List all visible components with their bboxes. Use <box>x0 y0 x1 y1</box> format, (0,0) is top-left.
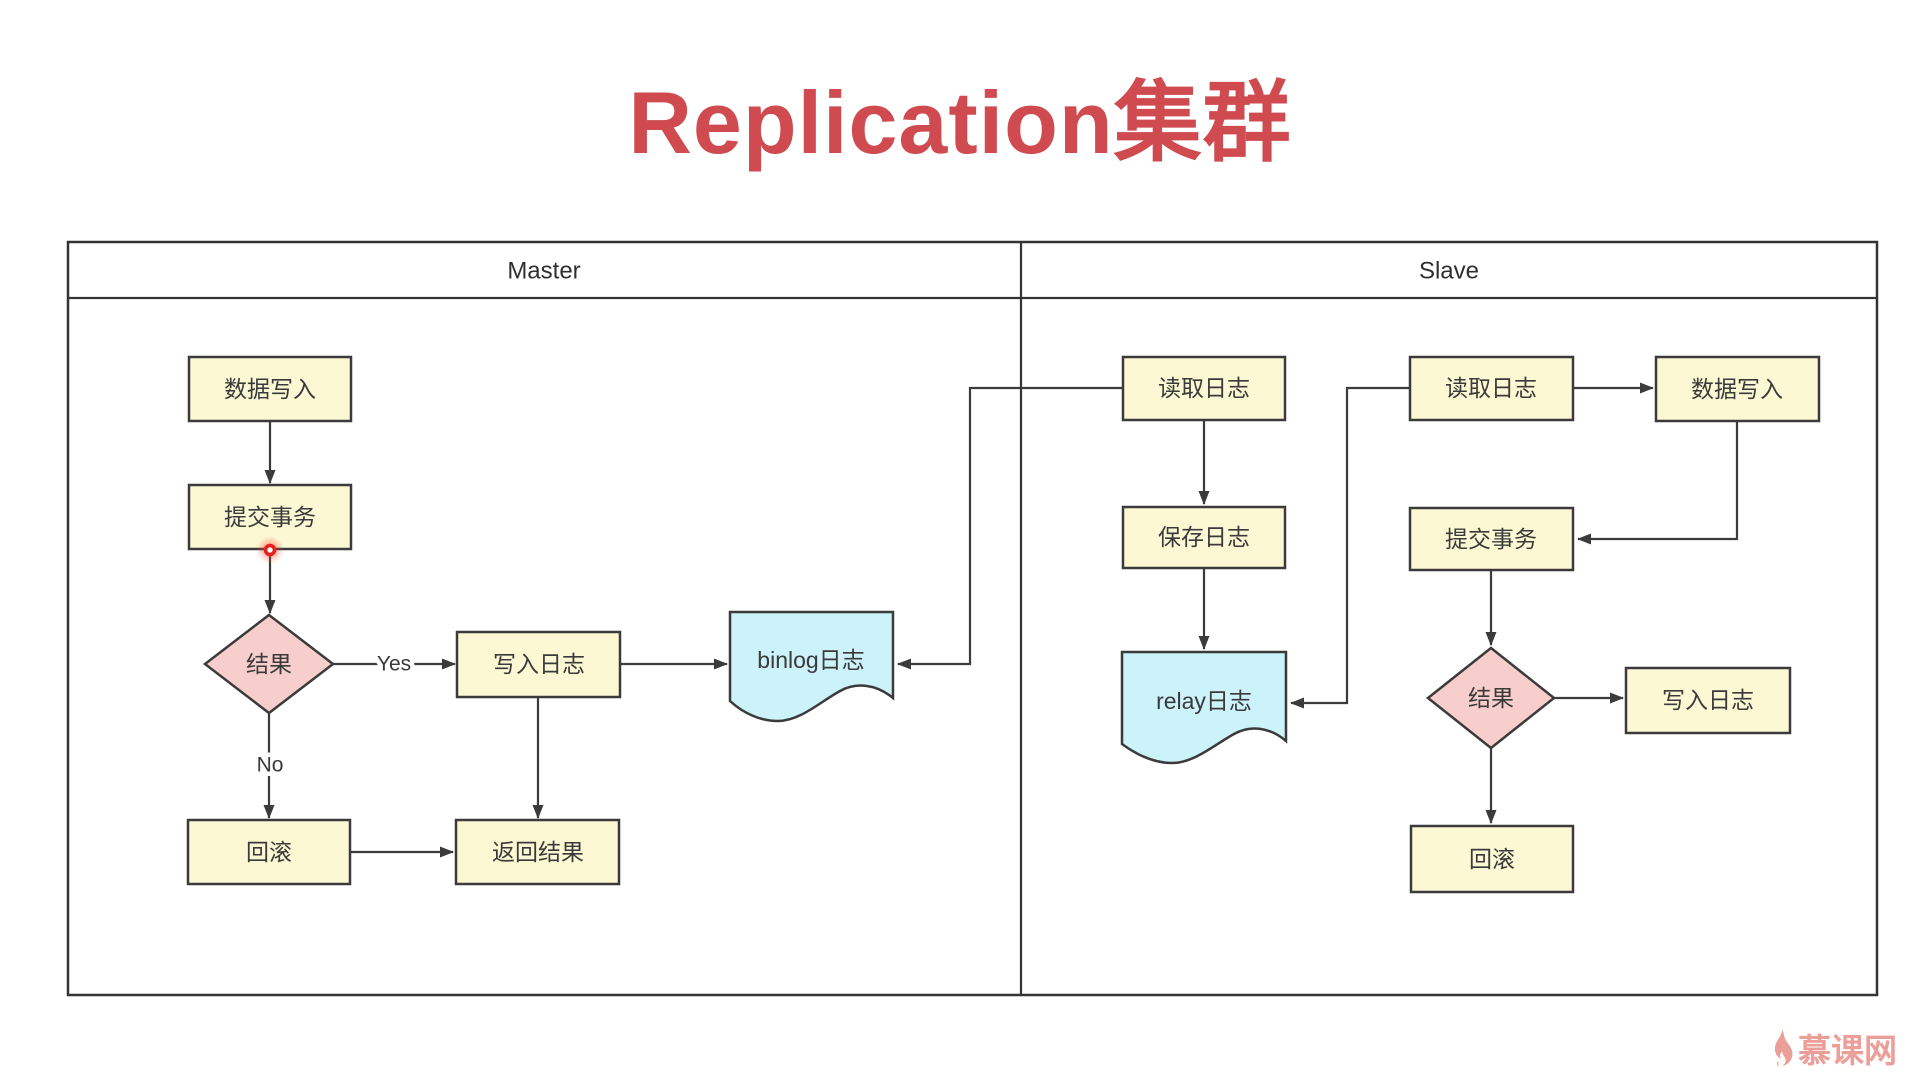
edge-slave-readlogio-binlog <box>897 386 1123 670</box>
lane-title-master: Master <box>507 258 580 285</box>
edge-slave-datawrite-commit <box>1577 421 1739 545</box>
node-slave-commit: 提交事务 <box>1408 506 1575 572</box>
edge-label-no: No <box>257 754 284 777</box>
node-label: 数据写入 <box>224 376 316 402</box>
node-master-write-log: 写入日志 <box>455 630 622 699</box>
imooc-logo: 慕课网 <box>1768 1024 1897 1072</box>
process-box <box>455 630 622 699</box>
process-box <box>1409 824 1575 894</box>
node-slave-save-log: 保存日志 <box>1121 505 1287 570</box>
node-label: 结果 <box>1468 685 1514 711</box>
node-binlog-document: binlog日志 <box>728 610 895 723</box>
node-label: binlog日志 <box>757 647 864 673</box>
node-master-data-write: 数据写入 <box>187 355 353 423</box>
node-label: 数据写入 <box>1691 376 1783 402</box>
node-relay-document: relay日志 <box>1120 650 1288 765</box>
flame-icon <box>1774 1029 1793 1067</box>
swimlane-frame <box>66 240 1879 997</box>
node-label: 写入日志 <box>493 651 585 677</box>
node-label: 回滚 <box>1469 846 1515 872</box>
node-master-commit: 提交事务 <box>187 483 353 551</box>
document-shape <box>1120 650 1288 765</box>
edge-label-yes: Yes <box>377 653 411 676</box>
node-master-result: 结果 <box>202 613 336 715</box>
process-box <box>186 818 352 886</box>
node-label: 读取日志 <box>1445 375 1537 401</box>
process-box <box>1121 505 1287 570</box>
document-shape <box>728 610 895 723</box>
node-label: 回滚 <box>246 839 292 865</box>
node-label: 提交事务 <box>1445 526 1537 552</box>
process-box <box>187 355 353 423</box>
node-label: 保存日志 <box>1158 524 1250 550</box>
node-slave-data-write: 数据写入 <box>1654 355 1821 423</box>
node-label: 读取日志 <box>1158 375 1250 401</box>
page-title: Replication集群 <box>628 73 1292 172</box>
decision-diamond <box>202 613 336 715</box>
pointer-dot <box>256 536 284 564</box>
node-label: relay日志 <box>1156 688 1252 714</box>
process-box <box>454 818 621 886</box>
node-label: 写入日志 <box>1662 687 1754 713</box>
node-label: 结果 <box>246 651 292 677</box>
edge-slave-readlogsql-relay <box>1290 386 1410 709</box>
process-box <box>1624 666 1792 735</box>
node-master-return-result: 返回结果 <box>454 818 621 886</box>
node-label: 提交事务 <box>224 504 316 530</box>
node-slave-read-log-sql: 读取日志 <box>1408 355 1575 422</box>
node-slave-read-log-io: 读取日志 <box>1121 355 1287 422</box>
imooc-logo-text: 慕课网 <box>1798 1032 1897 1069</box>
node-slave-rollback: 回滚 <box>1409 824 1575 894</box>
decision-diamond <box>1425 646 1557 750</box>
node-slave-result: 结果 <box>1425 646 1557 750</box>
node-master-rollback: 回滚 <box>186 818 352 886</box>
process-box <box>1408 355 1575 422</box>
node-slave-write-log: 写入日志 <box>1624 666 1792 735</box>
process-box <box>1121 355 1287 422</box>
pointer-dot-ring <box>263 543 277 557</box>
lane-title-slave: Slave <box>1419 258 1479 285</box>
process-box <box>1408 506 1575 572</box>
process-box <box>1654 355 1821 423</box>
node-label: 返回结果 <box>492 839 584 865</box>
